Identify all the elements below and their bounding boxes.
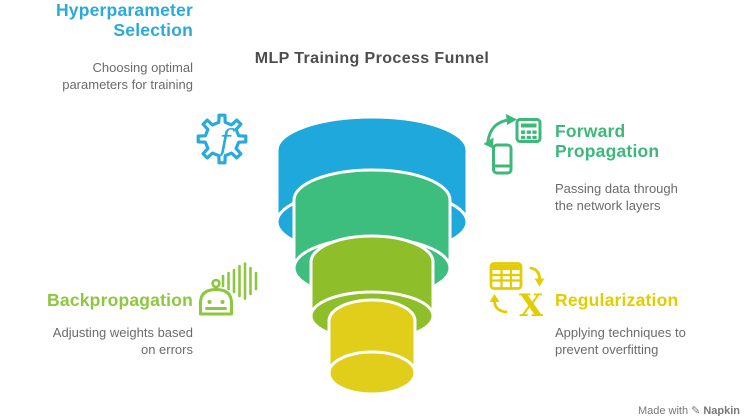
section-title: Backpropagation [0, 290, 193, 310]
page-title: MLP Training Process Funnel [254, 50, 490, 67]
section-backpropagation: Backpropagation Adjusting weights based … [0, 290, 193, 358]
table-swap-x-icon: X [487, 260, 549, 324]
section-hyperparameter-selection: Hyperparameter Selection Choosing optima… [0, 0, 193, 93]
section-title: Regularization [555, 290, 730, 310]
description-line: prevent overfitting [555, 342, 659, 357]
section-description: Passing data through the network layers [555, 180, 725, 214]
section-title: Forward Propagation [555, 121, 725, 161]
title-line: Hyperparameter [55, 0, 193, 20]
watermark-prefix: Made with [637, 404, 689, 416]
made-with-napkin-watermark[interactable]: Made with ✎ Napkin [638, 404, 740, 416]
description-line: Passing data through [555, 181, 678, 196]
title-line: Backpropagation [47, 290, 193, 310]
section-description: Applying techniques to prevent overfitti… [555, 324, 730, 358]
section-regularization: Regularization Applying techniques to pr… [555, 290, 730, 358]
description-line: Applying techniques to [555, 325, 686, 340]
section-forward-propagation: Forward Propagation Passing data through… [555, 121, 725, 214]
section-description: Choosing optimal parameters for training [0, 59, 193, 93]
section-title: Hyperparameter Selection [0, 0, 193, 40]
description-line: parameters for training [62, 77, 193, 92]
description-line: Adjusting weights based [52, 325, 193, 340]
title-line: Forward [555, 121, 626, 141]
watermark-brand: Napkin [703, 404, 740, 416]
function-gear-icon: f [196, 112, 250, 168]
description-line: on errors [140, 342, 193, 357]
description-line: Choosing optimal [92, 60, 193, 75]
title-line: Propagation [555, 141, 660, 161]
x-glyph: X [519, 288, 544, 320]
pen-icon: ✎ [691, 405, 701, 416]
description-line: the network layers [555, 198, 661, 213]
title-line: Regularization [555, 290, 679, 310]
robot-signal-waves-icon [197, 262, 261, 318]
funnel-layer-regularization [327, 298, 417, 396]
title-line: Selection [113, 20, 193, 40]
section-description: Adjusting weights based on errors [0, 324, 193, 358]
data-transfer-device-grid-icon [483, 112, 542, 178]
